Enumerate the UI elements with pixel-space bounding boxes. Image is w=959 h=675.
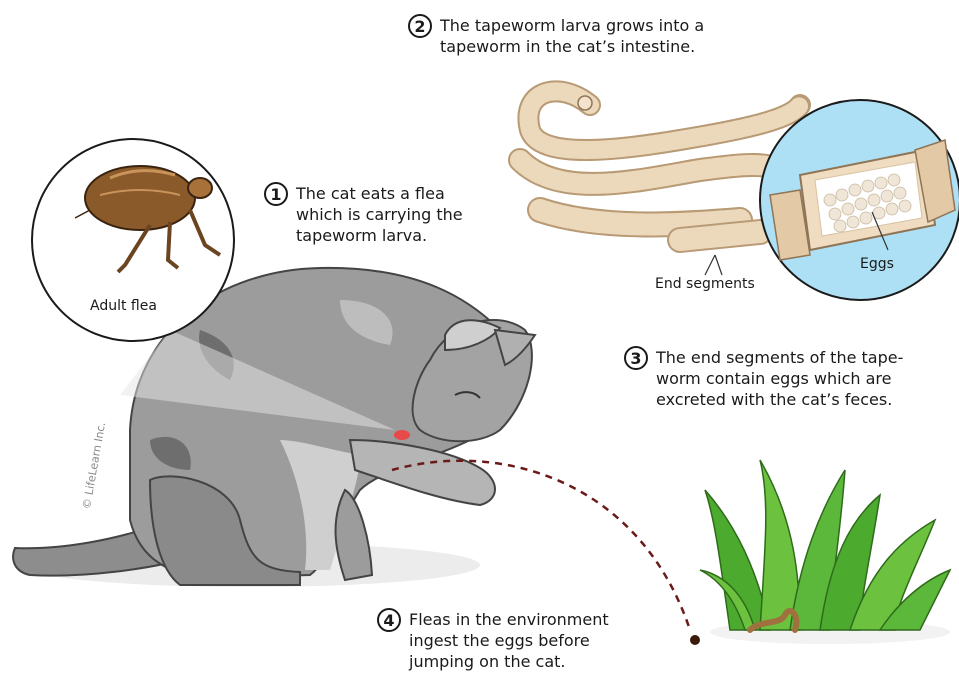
step-3-text: The end segments of the tape- worm conta…	[656, 347, 903, 410]
grass-illustration	[700, 460, 950, 644]
step-1-number: 1	[264, 182, 288, 206]
adult-flea-label: Adult flea	[90, 298, 157, 314]
step-3: 3 The end segments of the tape- worm con…	[624, 347, 903, 410]
end-segments-pointer	[705, 255, 722, 275]
step-1: 1 The cat eats a flea which is carrying …	[264, 183, 463, 246]
step-4-number: 4	[377, 608, 401, 632]
step-1-text: The cat eats a flea which is carrying th…	[296, 183, 463, 246]
end-segments-label: End segments	[655, 276, 755, 292]
step-3-number: 3	[624, 346, 648, 370]
eggs-label: Eggs	[860, 256, 894, 272]
step-4: 4 Fleas in the environment ingest the eg…	[377, 609, 609, 672]
tapeworm-illustration	[520, 91, 800, 240]
step-2-text: The tapeworm larva grows into a tapeworm…	[440, 15, 704, 57]
step-2-number: 2	[408, 14, 432, 38]
step-4-text: Fleas in the environment ingest the eggs…	[409, 609, 609, 672]
step-2: 2 The tapeworm larva grows into a tapewo…	[408, 15, 704, 57]
small-flea-icon	[690, 635, 700, 645]
